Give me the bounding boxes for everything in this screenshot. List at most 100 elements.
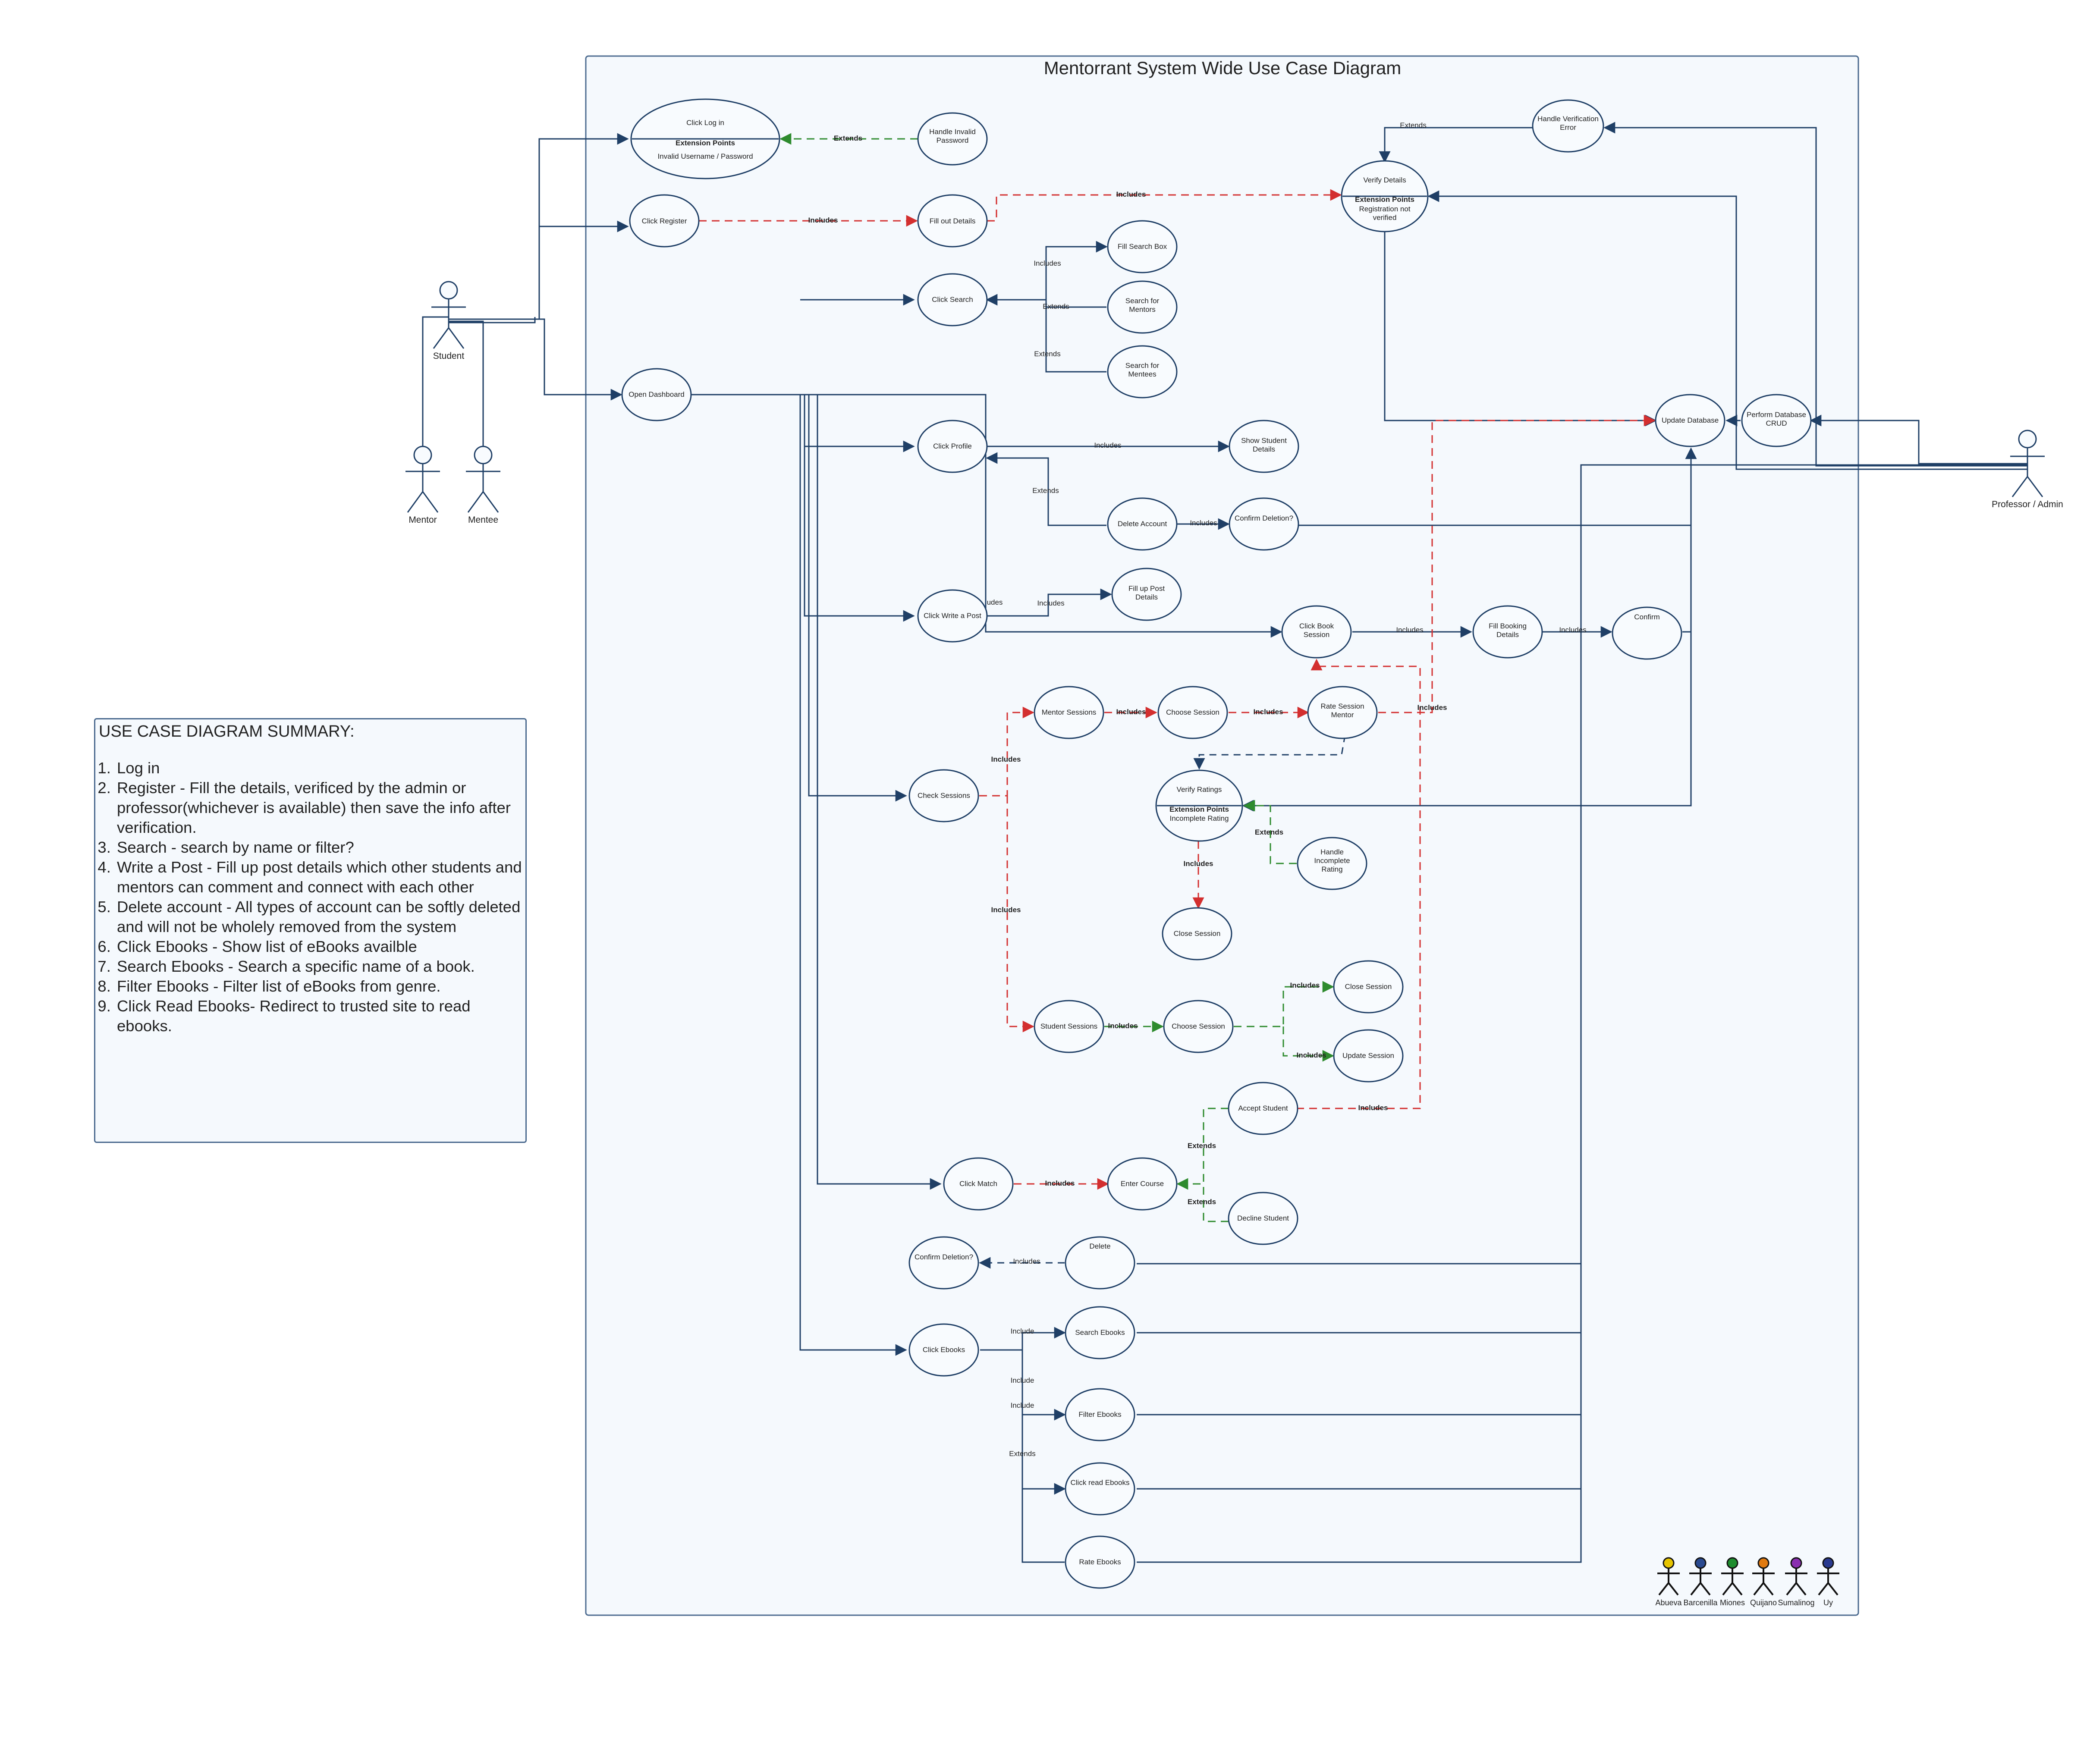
click-ebooks-label: Click Ebooks: [923, 1346, 965, 1354]
label-includes: Includes: [1037, 599, 1064, 607]
team-member: Uy: [1817, 1557, 1839, 1607]
read-ebooks-label: Click read Ebooks: [1070, 1478, 1129, 1487]
use-case-labels: Click Log in Extension Points Invalid Us…: [629, 115, 1806, 1566]
use-case-register: [629, 194, 700, 248]
label-extends: Extends: [834, 134, 862, 142]
label-includes: Includes: [991, 906, 1021, 914]
use-case-perform-crud: [1741, 394, 1812, 447]
use-case-confirm: [1612, 606, 1682, 660]
summary-item: Filter Ebooks - Filter list of eBooks fr…: [115, 976, 522, 996]
rate-ebooks-label: Rate Ebooks: [1079, 1558, 1121, 1566]
login-ext-title: Extension Points: [676, 139, 735, 147]
team-member: Barcenilla: [1683, 1557, 1718, 1607]
label-extends: Extends: [1032, 487, 1059, 495]
dashed-blue-lines: [979, 735, 1346, 1269]
use-case-update-db: [1655, 394, 1725, 447]
summary-item: Search - search by name or filter?: [115, 838, 522, 857]
summary-item: Register - Fill the details, verificed b…: [115, 778, 522, 838]
summary-item: Click Ebooks - Show list of eBooks avail…: [115, 937, 522, 957]
use-case-search-ebooks: [1065, 1306, 1135, 1359]
use-cases: [621, 98, 1812, 1589]
summary-item: Search Ebooks - Search a specific name o…: [115, 957, 522, 976]
label-include: Include: [1011, 1327, 1034, 1335]
confirm-label: Confirm: [1634, 613, 1660, 621]
ratings-ext-title: Extension Points: [1169, 805, 1229, 813]
label-includes: Includes: [1094, 441, 1121, 449]
mentor-sessions-label: Mentor Sessions: [1042, 708, 1097, 716]
verify-details-label: Verify Details: [1363, 176, 1406, 184]
verify-ext-label: Registration not verified: [1359, 205, 1410, 222]
team-member: Miones: [1720, 1557, 1745, 1607]
close-session-1-label: Close Session: [1174, 929, 1221, 938]
use-case-handle-rating: [1297, 837, 1367, 890]
close-session-2-label: Close Session: [1345, 982, 1392, 991]
actor-mentee-label: Mentee: [468, 515, 498, 525]
use-case-confirm-deletion-1: [1229, 497, 1299, 551]
handle-verif-label: Handle Verification Error: [1537, 115, 1599, 132]
login-ext: Invalid Username / Password: [657, 152, 753, 160]
team-member-name: Sumalinog: [1778, 1598, 1814, 1607]
use-case-delete: [1065, 1236, 1135, 1290]
click-profile-label: Click Profile: [933, 442, 972, 450]
show-student-label: Show Student Details: [1241, 436, 1287, 453]
use-case-close-session-1: [1162, 907, 1232, 960]
ratings-ext-label: Incomplete Rating: [1169, 814, 1229, 822]
label-includes: Includes: [1108, 1022, 1138, 1030]
actor-mentor-label: Mentor: [409, 515, 437, 525]
summary-title: USE CASE DIAGRAM SUMMARY:: [99, 722, 355, 741]
includes-lines: [699, 189, 1656, 1190]
team-member-name: Uy: [1823, 1598, 1833, 1607]
summary-item: Delete account - All types of account ca…: [115, 897, 522, 937]
search-mentees-label: Search for Mentees: [1125, 361, 1159, 378]
label-includes: Includes: [1396, 626, 1423, 634]
use-case-handle-verif: [1532, 99, 1604, 153]
use-case-verify-ratings: [1155, 769, 1243, 842]
actor-labels: Student Mentor Mentee Professor / Admin: [409, 351, 2063, 525]
actors: [405, 281, 2045, 513]
use-case-delete-account: [1107, 497, 1178, 551]
label-includes: Includes: [1297, 1051, 1326, 1059]
label-includes: Includes: [1290, 981, 1320, 989]
use-case-check-sessions: [908, 769, 979, 822]
use-case-mentor-sessions: [1034, 686, 1104, 739]
use-case-search-mentees: [1107, 345, 1178, 399]
use-case-write-post: [917, 589, 988, 643]
confirm-deletion-1-label: Confirm Deletion?: [1235, 514, 1293, 522]
label-includes: Includes: [808, 216, 838, 224]
label-includes: Includes: [991, 755, 1021, 763]
label-includes: Includes: [1417, 703, 1447, 712]
search-ebooks-label: Search Ebooks: [1075, 1328, 1125, 1337]
use-case-fill-search: [1107, 220, 1178, 273]
use-case-update-session: [1333, 1029, 1404, 1083]
click-search-label: Click Search: [932, 295, 973, 304]
use-case-choose-session-2: [1163, 1000, 1234, 1053]
summary-item: Click Read Ebooks- Redirect to trusted s…: [115, 996, 522, 1036]
handle-invalid-label: Handle Invalid Password: [929, 128, 976, 144]
relation-labels: Extends Includes Includes Extends Includ…: [808, 121, 1587, 1458]
fill-post-label: Fill up Post Details: [1128, 584, 1165, 601]
use-case-verify-details: [1341, 160, 1429, 232]
summary-box: USE CASE DIAGRAM SUMMARY: Log in Registe…: [94, 718, 527, 1143]
team-member-name: Abueva: [1655, 1598, 1682, 1607]
login-label: Click Log in: [686, 119, 724, 127]
use-case-book-session: [1281, 605, 1352, 659]
label-includes: Includes: [1013, 1257, 1040, 1265]
label-includes: Includes: [1045, 1179, 1075, 1187]
label-includes: Includes: [1358, 1104, 1388, 1112]
label-includes: Includes: [1190, 519, 1217, 527]
label-includes: Includes: [1116, 190, 1146, 198]
label-includes: Includes: [1254, 708, 1283, 716]
label-extends: Extends: [1188, 1142, 1216, 1150]
use-case-click-search: [917, 273, 988, 326]
use-case-enter-course: [1107, 1157, 1178, 1211]
association-lines: [422, 122, 2027, 1563]
use-case-accept-student: [1228, 1082, 1298, 1135]
open-dashboard-label: Open Dashboard: [629, 390, 684, 399]
use-case-click-ebooks: [908, 1323, 979, 1377]
label-extends: Extends: [1188, 1198, 1216, 1206]
fill-search-label: Fill Search Box: [1118, 242, 1167, 251]
use-case-read-ebooks: [1065, 1462, 1135, 1516]
write-post-label: Click Write a Post: [924, 612, 981, 620]
update-session-label: Update Session: [1342, 1051, 1394, 1060]
